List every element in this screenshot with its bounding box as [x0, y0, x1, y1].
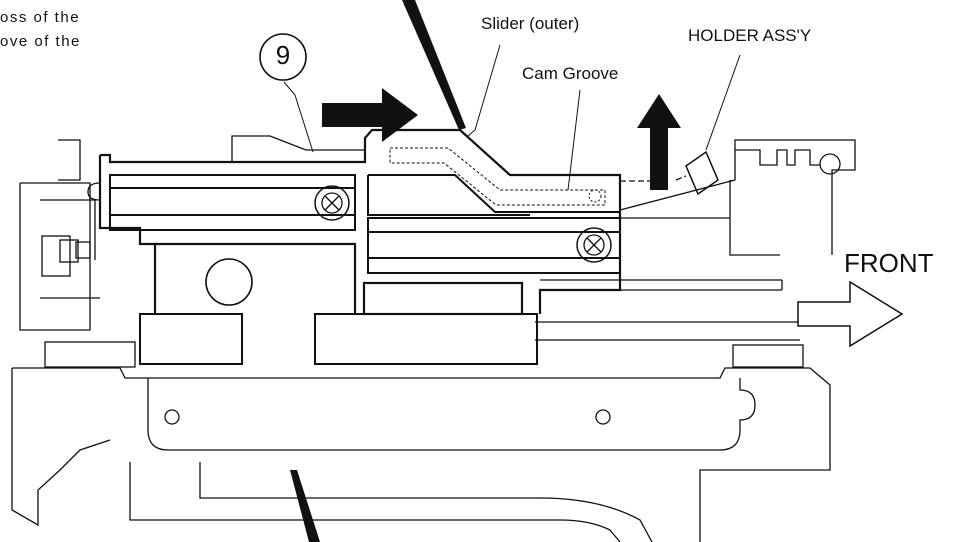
- lower-blocks: [44, 313, 804, 368]
- base-plate: [11, 367, 831, 542]
- section-pointer-bottom: [290, 470, 320, 542]
- section-pointer-top: [402, 0, 466, 130]
- holder-leader: [705, 54, 741, 151]
- screw-icon: [576, 227, 612, 263]
- part-number: 9: [275, 40, 291, 70]
- cam-pin: [588, 189, 602, 203]
- up-arrow-icon: [637, 94, 681, 190]
- part-number-circle: [259, 33, 307, 81]
- holder-label: HOLDER ASS'Y: [688, 26, 812, 45]
- cam-groove-label: Cam Groove: [522, 64, 619, 83]
- slider-rails: [109, 174, 621, 274]
- slider-leader: [467, 44, 501, 137]
- note-line-1: oss of the: [0, 9, 81, 26]
- front-arrow-icon: [797, 280, 904, 348]
- right-arrow-icon: [322, 88, 418, 142]
- front-label: FRONT: [844, 248, 934, 278]
- left-bracket: [19, 139, 100, 331]
- cam-groove-leader: [567, 89, 581, 191]
- screw-icon: [314, 185, 350, 221]
- part-number-leader: [283, 81, 314, 153]
- holder-assembly: [540, 139, 856, 291]
- note-line-2: ove of the: [0, 33, 81, 50]
- cam-groove: [389, 147, 606, 206]
- slider-label: Slider (outer): [481, 14, 580, 33]
